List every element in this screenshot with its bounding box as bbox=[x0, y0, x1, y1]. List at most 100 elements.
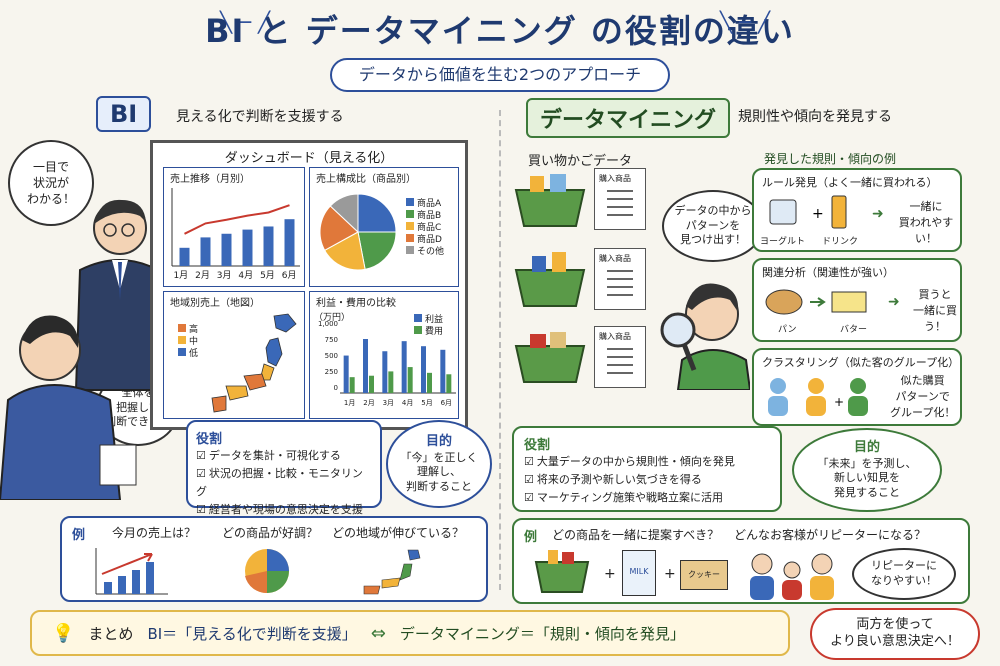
dm-role-text: 大量データの中から規則性・傾向を発見 bbox=[536, 455, 735, 468]
yogurt-label: ヨーグルト bbox=[760, 237, 806, 247]
profit-bar bbox=[363, 339, 368, 393]
svg-text:+: + bbox=[834, 395, 844, 409]
association-panel: 関連分析（関連性が強い） パン バター ➜ 買うと 一緒に買う！ bbox=[752, 258, 962, 342]
dm-example-q1: どの商品を一緒に提案すべき？ bbox=[552, 528, 720, 542]
ytick-label: 750 bbox=[324, 336, 338, 344]
legend-item: 中 bbox=[178, 334, 199, 347]
profit-cost-title: 利益・費用の比較 bbox=[316, 298, 396, 309]
legend-item: 商品C bbox=[406, 220, 444, 233]
sparkle-icon: ╲ ─ ╱ bbox=[220, 10, 271, 34]
ytick-label: 1,000 bbox=[317, 320, 338, 328]
clustering-title: クラスタリング（似た客のグループ化） bbox=[762, 356, 960, 369]
trend-line bbox=[184, 204, 290, 235]
association-result: 買うと 一緒に買う！ bbox=[913, 288, 957, 333]
legend-label: 高 bbox=[189, 324, 199, 335]
bi-dashboard-board: ダッシュボード（見える化） 売上推移（月別） 1月 2月 3月 4月 5月 6月… bbox=[150, 140, 468, 430]
bi-purpose-bubble: 目的 「今」を正しく 理解し、 判断すること bbox=[386, 420, 492, 508]
month-label: 6月 bbox=[281, 271, 297, 281]
legend-item: その他 bbox=[406, 244, 444, 257]
bi-tagline: 見える化で判断を支援する bbox=[176, 109, 344, 125]
composition-title: 売上構成比（商品別） bbox=[316, 174, 416, 185]
profit-cost-panel: 利益・費用の比較 （万円） 1,000 750 500 250 0 1月 2月 … bbox=[309, 291, 459, 419]
bi-roles-heading: 役割 bbox=[196, 432, 223, 447]
month-label: 3月 bbox=[216, 271, 232, 281]
profit-bar bbox=[401, 341, 407, 393]
profit-bar bbox=[440, 349, 446, 393]
sales-bar bbox=[200, 237, 211, 266]
legend-label: 利益 bbox=[425, 314, 444, 325]
receipt-title: 購入商品 bbox=[599, 174, 631, 183]
sales-bar bbox=[179, 247, 190, 266]
dm-purpose-heading: 目的 bbox=[853, 439, 880, 455]
legend-swatch bbox=[414, 314, 422, 322]
month-label: 5月 bbox=[260, 271, 275, 281]
legend-swatch bbox=[406, 222, 414, 230]
cookie-box-icon: クッキー bbox=[680, 560, 728, 590]
bi-section-label: BI bbox=[96, 96, 152, 132]
bread-label: パン bbox=[778, 325, 797, 335]
month-label: 2月 bbox=[195, 271, 210, 281]
bi-role-text: データを集計・可視化する bbox=[208, 449, 341, 462]
summary-bi: BI＝「見える化で判断を支援」 bbox=[147, 624, 357, 643]
dm-roles-box: 役割 ☑大量データの中から規則性・傾向を発見 ☑将来の予測や新しい気づきを得る … bbox=[512, 426, 782, 512]
legend-swatch bbox=[406, 198, 414, 206]
double-arrow-icon: ⇔ bbox=[370, 622, 386, 644]
legend-label: 商品B bbox=[417, 210, 442, 221]
legend-item: 商品B bbox=[406, 208, 444, 221]
rule-discovery-title: ルール発見（よく一緒に買われる） bbox=[762, 176, 938, 189]
page-title: BI と データマイニング の役割の違い bbox=[205, 12, 795, 50]
yogurt-drink-icon: + bbox=[769, 195, 847, 229]
arrow-right-icon: ➜ bbox=[888, 294, 900, 310]
bi-role-text: 経営者や現場の意思決定を支援 bbox=[208, 503, 363, 516]
closing-bubble: 両方を使って より良い意思決定へ！ bbox=[810, 608, 980, 660]
customers-icon bbox=[750, 553, 834, 600]
receipt: 購入商品 bbox=[594, 168, 646, 230]
profit-bar bbox=[343, 355, 349, 393]
pie-slice bbox=[357, 231, 397, 270]
dm-tagline: 規則性や傾向を発見する bbox=[738, 109, 892, 125]
dm-purpose-text: 「未来」を予測し、 新しい知見を 発見すること bbox=[817, 456, 917, 500]
shopping-basket-icon bbox=[514, 252, 586, 307]
month-label: 2月 bbox=[363, 399, 375, 407]
cost-bar bbox=[427, 372, 432, 393]
pie-chart-icon bbox=[245, 549, 289, 594]
checkbox-icon: ☑ bbox=[196, 467, 206, 480]
plus-icon: + bbox=[604, 566, 616, 582]
dm-role-item: ☑将来の予測や新しい気づきを得る bbox=[524, 471, 770, 489]
month-label: 1月 bbox=[343, 399, 356, 407]
legend-label: 費用 bbox=[425, 326, 444, 337]
dm-role-text: マーケティング施策や戦略立案に活用 bbox=[536, 491, 723, 504]
dm-role-item: ☑大量データの中から規則性・傾向を発見 bbox=[524, 453, 770, 471]
pie-slice bbox=[324, 231, 366, 271]
month-label: 6月 bbox=[440, 399, 453, 407]
legend-label: 商品C bbox=[417, 222, 442, 233]
rule-discovery-result: 一緒に 買われやすい！ bbox=[898, 200, 954, 245]
bi-examples-box: 例 今月の売上は？ どの商品が好調？ どの地域が伸びている？ bbox=[60, 516, 488, 602]
legend-item: 商品A bbox=[406, 196, 444, 209]
legend-label: 中 bbox=[189, 336, 199, 347]
japan-map-icon bbox=[211, 313, 297, 413]
month-label: 3月 bbox=[382, 399, 395, 407]
shopping-basket-icon bbox=[514, 332, 586, 383]
butter-label: バター bbox=[840, 325, 868, 335]
bar-chart-icon bbox=[95, 548, 168, 595]
cost-bar bbox=[407, 367, 413, 393]
regional-title: 地域別売上（地図） bbox=[170, 298, 260, 309]
section-divider bbox=[499, 110, 501, 590]
sales-trend-title: 売上推移（月別） bbox=[170, 174, 250, 185]
manager-speech-bubble: 一目で 状況が わかる！ bbox=[8, 140, 94, 226]
rule-discovery-panel: ルール発見（よく一緒に買われる） + ヨーグルト ドリンク ➜ 一緒に 買われや… bbox=[752, 168, 962, 252]
month-label: 1月 bbox=[173, 271, 189, 281]
viewer-illustration bbox=[0, 315, 137, 500]
regional-panel: 地域別売上（地図） 高 中 低 bbox=[163, 291, 305, 419]
pie-slice bbox=[329, 193, 359, 234]
dm-purpose-bubble: 目的 「未来」を予測し、 新しい知見を 発見すること bbox=[792, 428, 942, 512]
profit-legend: 利益 費用 bbox=[414, 312, 444, 337]
cost-bar bbox=[369, 375, 374, 393]
analyst-with-magnifier-illustration bbox=[660, 283, 750, 390]
dashboard-title: ダッシュボード（見える化） bbox=[224, 151, 394, 166]
legend-swatch bbox=[406, 246, 414, 254]
cost-bar bbox=[388, 371, 394, 393]
checkbox-icon: ☑ bbox=[524, 455, 534, 468]
sales-bar bbox=[263, 226, 274, 266]
